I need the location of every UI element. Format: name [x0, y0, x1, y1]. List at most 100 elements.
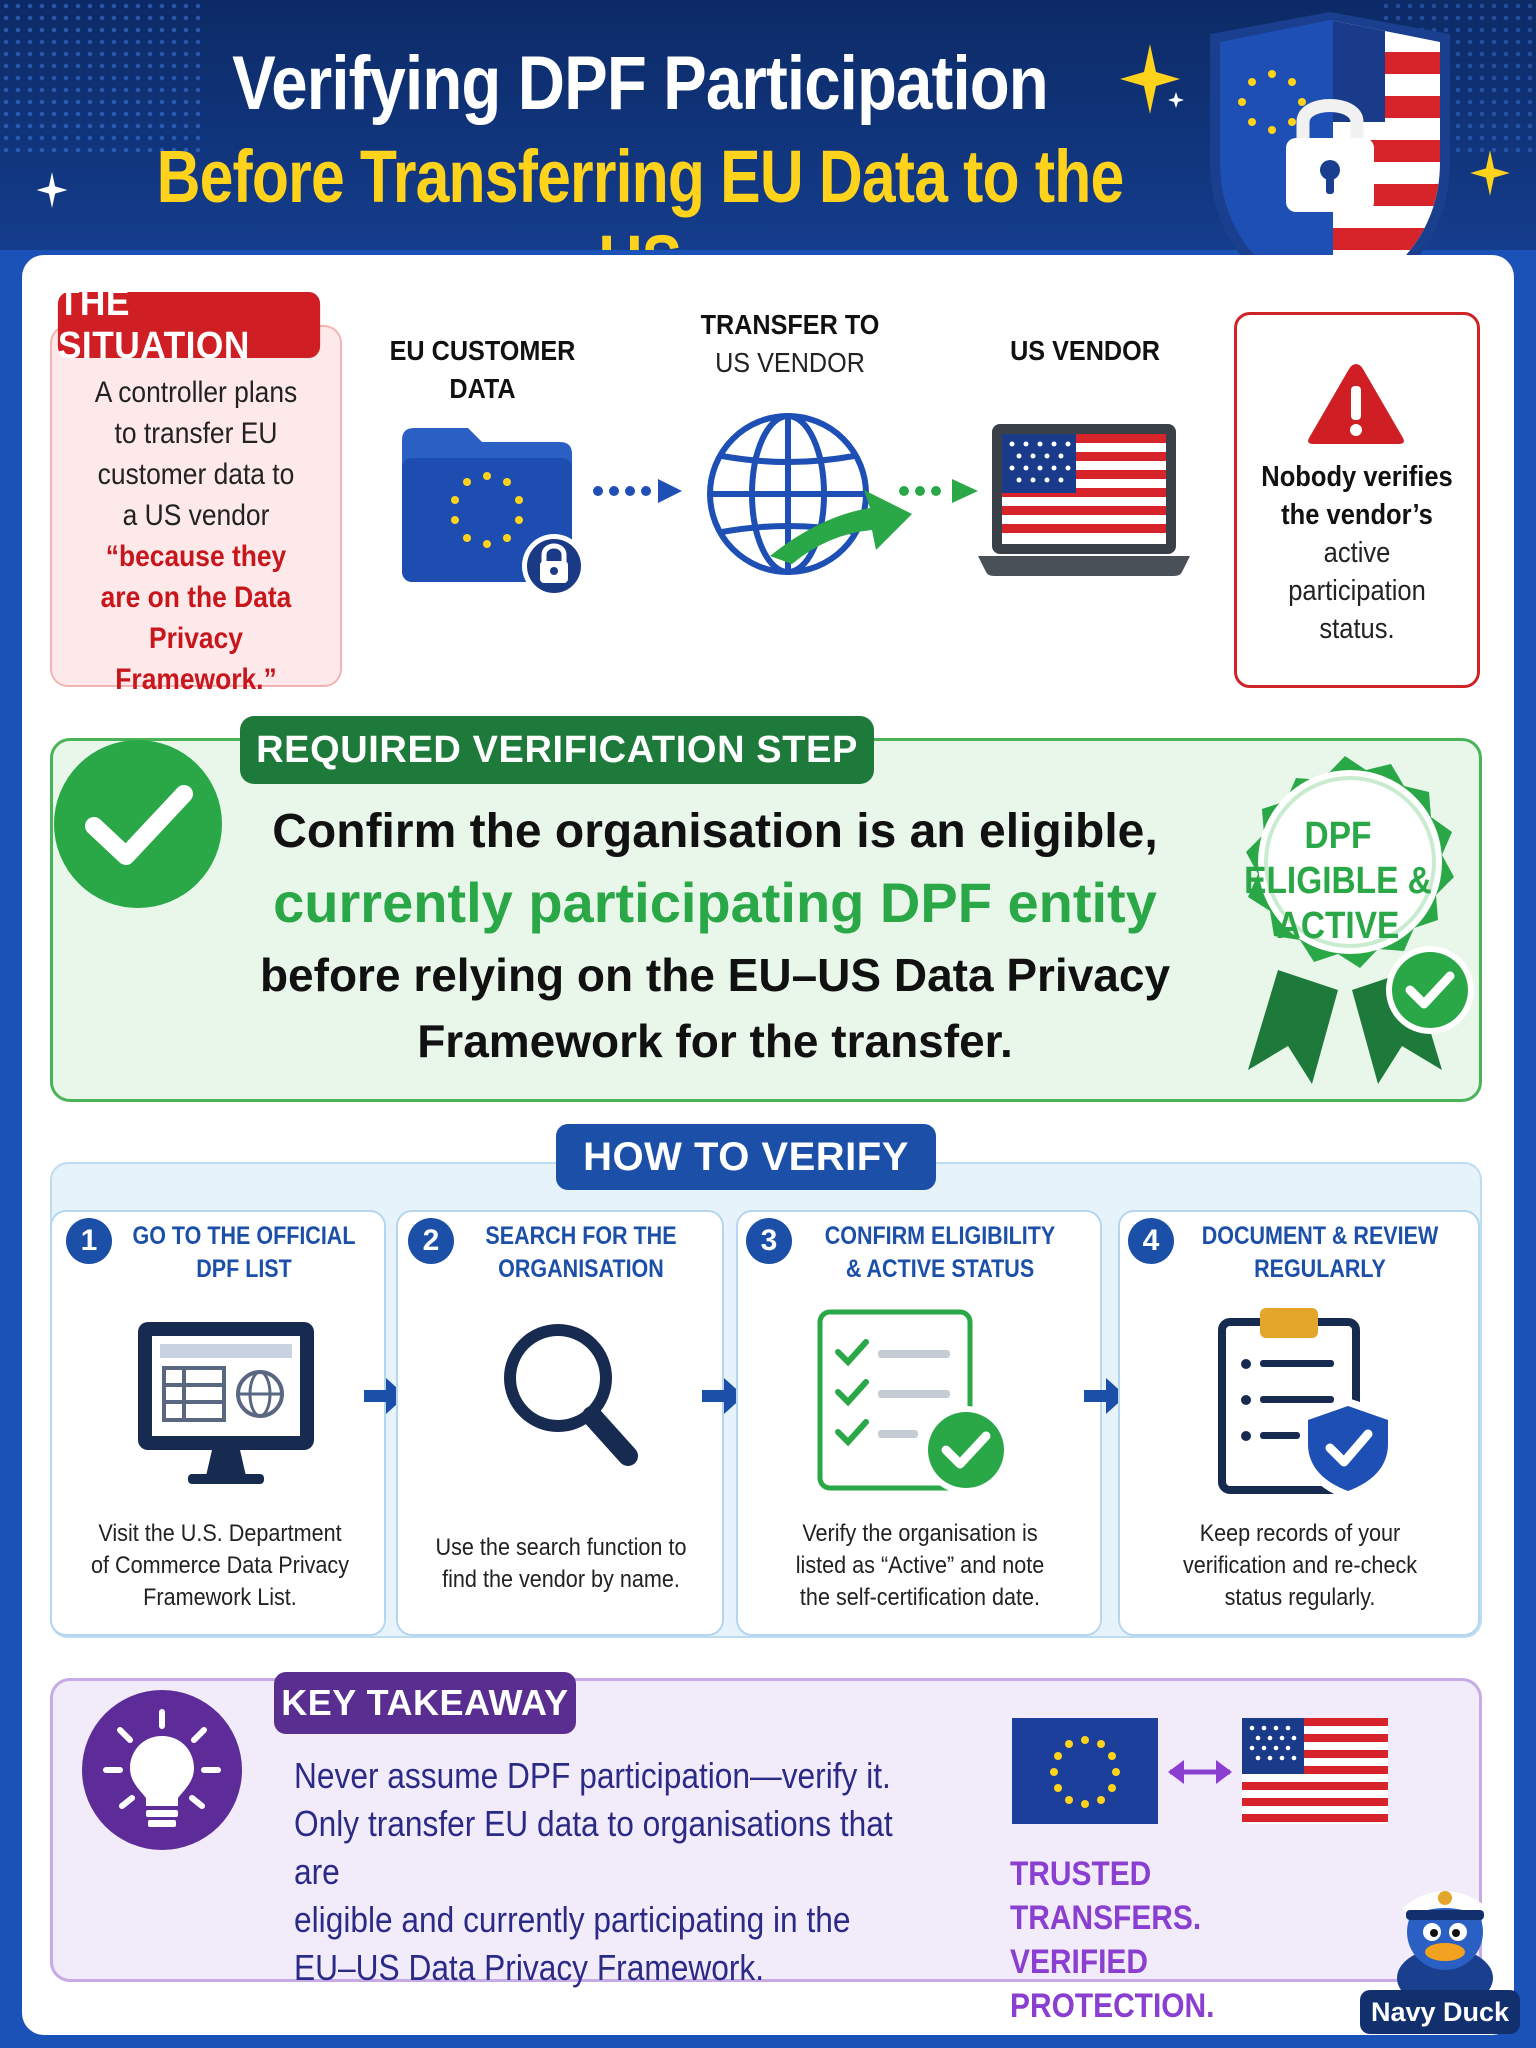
- step-desc-line: Verify the organisation is: [802, 1520, 1038, 1547]
- sparkle-icon: [36, 172, 68, 208]
- step-desc-line: listed as “Active” and note: [795, 1552, 1045, 1579]
- step-title-line: SEARCH FOR THE: [485, 1222, 677, 1250]
- dpf-badge-icon: [1246, 756, 1474, 1084]
- step-card-4: 4 DOCUMENT & REVIEW REGULARLY Keep recor…: [1118, 1210, 1480, 1636]
- step-title-line: GO TO THE OFFICIAL: [132, 1222, 356, 1250]
- lightbulb-glyph-icon: [103, 1709, 221, 1827]
- how-to-verify-tag: HOW TO VERIFY: [556, 1124, 936, 1190]
- alert-bold-line: Nobody verifies: [1261, 461, 1453, 493]
- step-desc-line: verification and re-check: [1182, 1552, 1418, 1579]
- transfer-label-line: TRANSFER TO: [700, 309, 880, 340]
- step-title: DOCUMENT & REVIEW REGULARLY: [1193, 1220, 1448, 1286]
- page-title: Verifying DPF Participation: [232, 41, 1049, 126]
- takeaway-line: EU–US Data Privacy Framework.: [294, 1947, 765, 1988]
- dpf-badge-text: DPF ELIGIBLE & ACTIVE: [1234, 814, 1442, 949]
- step-title: SEARCH FOR THE ORGANISATION: [470, 1220, 692, 1286]
- eu-data-label: EU CUSTOMER DATA: [389, 335, 576, 404]
- step-title-line: REGULARLY: [1254, 1255, 1386, 1283]
- step-card-1: 1 GO TO THE OFFICIAL DPF LIST Visit the …: [50, 1210, 386, 1636]
- situation-quote-line: Privacy Framework.”: [115, 622, 277, 696]
- magnifier-icon: [504, 1324, 638, 1466]
- transfer-label-line: US VENDOR: [715, 347, 865, 378]
- situation-line: a US vendor: [122, 499, 270, 532]
- check-icon: [85, 785, 193, 865]
- alert-text: Nobody verifies the vendor’s active part…: [1254, 458, 1460, 648]
- takeaway-line: Never assume DPF participation—verify it…: [294, 1755, 891, 1796]
- step-title-line: DOCUMENT & REVIEW: [1201, 1222, 1439, 1250]
- situation-box: [50, 325, 342, 687]
- takeaway-text: Never assume DPF participation—verify it…: [294, 1752, 928, 1992]
- eu-us-flags-icon: [1012, 1718, 1388, 1824]
- step-card-2: 2 SEARCH FOR THE ORGANISATION Use the se…: [396, 1210, 724, 1636]
- laptop-us-flag-icon: [978, 424, 1190, 576]
- arrow-right-icon: [702, 1378, 744, 1414]
- step-title: CONFIRM ELIGIBILITY & ACTIVE STATUS: [811, 1220, 1069, 1286]
- verification-line4: Framework for the transfer.: [417, 1015, 1013, 1067]
- arrow-right-icon: [1084, 1378, 1126, 1414]
- arrow-right-icon: [364, 1378, 406, 1414]
- verification-line1: Confirm the organisation is an eligible,: [272, 805, 1158, 858]
- step-title-line: ORGANISATION: [498, 1255, 664, 1283]
- situation-line: A controller plans: [94, 376, 298, 409]
- step-desc-line: Use the search function to: [435, 1534, 687, 1561]
- monitor-icon: [138, 1322, 314, 1484]
- step-description: Use the search function to find the vend…: [423, 1532, 698, 1596]
- check-circle-icon: [54, 740, 222, 908]
- step-desc-line: find the vendor by name.: [442, 1566, 680, 1593]
- verification-tag: REQUIRED VERIFICATION STEP: [240, 716, 874, 784]
- dot-pattern: [0, 0, 200, 160]
- dotted-arrow-icon: [899, 479, 978, 503]
- verification-line3: before relying on the EU–US Data Privacy: [259, 949, 1171, 1001]
- step-desc-line: of Commerce Data Privacy: [90, 1552, 350, 1579]
- step-desc-line: Visit the U.S. Department: [98, 1520, 342, 1547]
- transfer-label: TRANSFER TO US VENDOR: [691, 306, 889, 382]
- situation-quote-line: “because they: [105, 540, 287, 573]
- step-number: 3: [746, 1218, 792, 1264]
- tagline-line: TRUSTED TRANSFERS.: [1010, 1855, 1202, 1937]
- situation-text: A controller plans to transfer EU custom…: [75, 372, 318, 700]
- step-title-line: DPF LIST: [196, 1255, 292, 1283]
- page-subtitle: Before Transferring EU Data to the US: [156, 135, 1125, 250]
- step-description: Verify the organisation is listed as “Ac…: [765, 1518, 1075, 1614]
- tagline-line: VERIFIED PROTECTION.: [1010, 1943, 1215, 2025]
- us-vendor-label: US VENDOR: [1010, 335, 1160, 366]
- step-desc-line: the self-certification date.: [799, 1584, 1041, 1611]
- step-desc-line: Framework List.: [143, 1584, 297, 1611]
- step-desc-line: Keep records of your: [1199, 1520, 1401, 1547]
- takeaway-line: eligible and currently participating in …: [294, 1899, 851, 1940]
- situation-quote-line: are on the Data: [100, 581, 292, 614]
- alert-line: active: [1323, 537, 1391, 569]
- globe-transfer-icon: [707, 413, 912, 575]
- step-title-line: CONFIRM ELIGIBILITY: [824, 1222, 1056, 1250]
- alert-line: participation: [1288, 575, 1426, 607]
- situation-tag: THE SITUATION: [57, 282, 321, 367]
- lightbulb-icon: [82, 1690, 242, 1850]
- clipboard-shield-icon: [1218, 1308, 1396, 1500]
- situation-line: customer data to: [97, 458, 295, 491]
- step-number: 1: [66, 1218, 112, 1264]
- step-description: Keep records of your verification and re…: [1147, 1518, 1453, 1614]
- alert-bold-line: the vendor’s: [1281, 499, 1433, 531]
- navy-duck-mascot-icon: [1397, 1891, 1493, 2004]
- takeaway-line: Only transfer EU data to organisations t…: [294, 1803, 893, 1892]
- step-card-3: 3 CONFIRM ELIGIBILITY & ACTIVE STATUS Ve…: [736, 1210, 1102, 1636]
- sparkle-icon: [1120, 44, 1180, 114]
- situation-line: to transfer EU: [114, 417, 278, 450]
- dotted-arrow-icon: [593, 479, 682, 503]
- step-description: Visit the U.S. Department of Commerce Da…: [80, 1518, 361, 1614]
- step-title: GO TO THE OFFICIAL DPF LIST: [129, 1220, 359, 1286]
- sparkle-icon: [1470, 150, 1510, 196]
- alert-line: status.: [1319, 613, 1395, 645]
- step-number: 2: [408, 1218, 454, 1264]
- takeaway-tag: KEY TAKEAWAY: [274, 1672, 576, 1734]
- step-desc-line: status regularly.: [1224, 1584, 1376, 1611]
- badge-line: ELIGIBLE &: [1244, 860, 1432, 902]
- eu-folder-icon: [402, 428, 586, 598]
- step-title-line: & ACTIVE STATUS: [845, 1255, 1035, 1283]
- badge-line: ACTIVE: [1276, 905, 1400, 947]
- checklist-icon: [817, 1309, 1010, 1494]
- verification-line2: currently participating DPF entity: [273, 871, 1157, 934]
- step-number: 4: [1128, 1218, 1174, 1264]
- trusted-tagline: TRUSTED TRANSFERS. VERIFIED PROTECTION.: [1010, 1852, 1309, 2028]
- warning-icon: [1308, 364, 1404, 444]
